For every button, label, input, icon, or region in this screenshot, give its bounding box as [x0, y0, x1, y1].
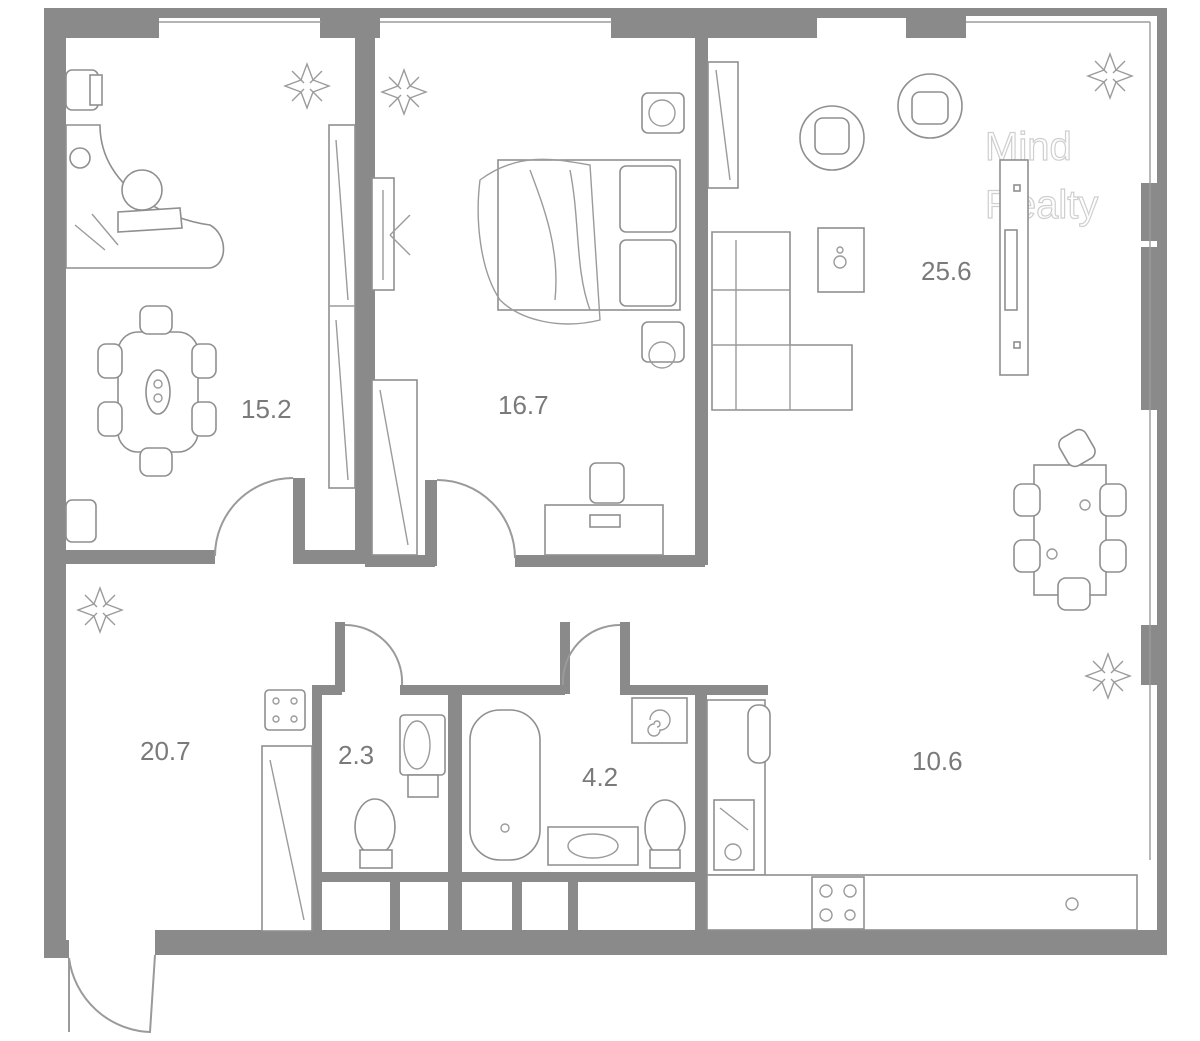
door-swings [68, 477, 621, 1034]
wc-fixtures [354, 714, 446, 869]
room-area-wc: 2.3 [338, 740, 374, 770]
kitchen-fixtures [706, 699, 1138, 931]
plant-icon [380, 68, 428, 116]
outer-walls [44, 8, 1167, 958]
study-furniture [65, 69, 356, 543]
windows [159, 21, 1151, 860]
hall-furniture [261, 689, 313, 932]
plant-icon [1086, 52, 1134, 100]
plant-icon [1084, 652, 1132, 700]
room-area-kitchen: 10.6 [912, 746, 963, 776]
interior-walls [60, 30, 768, 935]
plant-icon [283, 62, 331, 110]
room-area-hall: 20.7 [140, 736, 191, 766]
room-area-bedroom: 16.7 [498, 390, 549, 420]
plant-icon [76, 586, 124, 634]
room-area-study: 15.2 [241, 394, 292, 424]
room-area-living: 25.6 [921, 256, 972, 286]
bedroom-furniture [371, 92, 685, 556]
living-furniture [707, 61, 1127, 611]
room-area-bathroom: 4.2 [582, 762, 618, 792]
bathroom-fixtures [469, 697, 688, 869]
